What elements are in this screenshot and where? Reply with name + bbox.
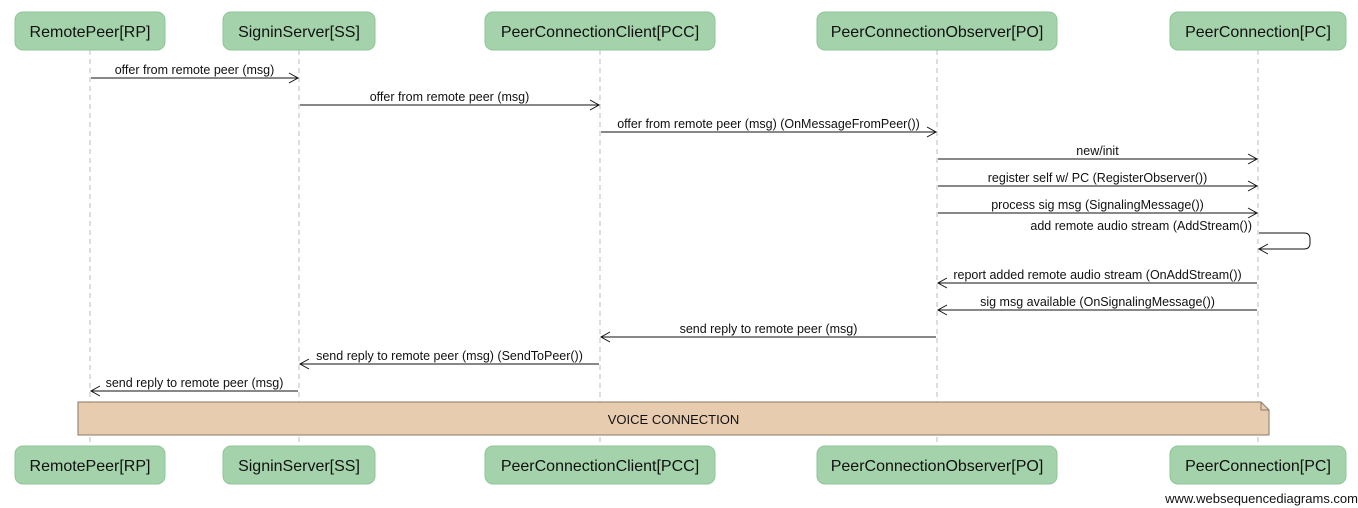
participant-label: SigninServer[SS] xyxy=(238,24,360,41)
participant-box xyxy=(816,11,1058,51)
participant-label: PeerConnectionObserver[PO] xyxy=(831,458,1044,475)
watermark: www.websequencediagrams.com xyxy=(1165,491,1358,506)
arrowhead xyxy=(89,385,101,397)
participant-box xyxy=(816,445,1058,485)
participant-bottom-rp: RemotePeer[RP] xyxy=(14,445,166,485)
participant-label: PeerConnectionClient[PCC] xyxy=(501,24,699,41)
participant-label: RemotePeer[RP] xyxy=(30,24,151,41)
message-10: send reply to remote peer (msg) xyxy=(599,322,936,343)
note-fold xyxy=(1260,402,1269,411)
participant-box xyxy=(14,445,166,485)
self-message-line xyxy=(1259,232,1311,250)
arrowhead xyxy=(936,277,948,289)
message-label: add remote audio stream (AddStream()) xyxy=(1030,219,1252,233)
message-7: add remote audio stream (AddStream()) xyxy=(1030,219,1311,255)
message-label: send reply to remote peer (msg) xyxy=(680,322,858,336)
participant-box xyxy=(222,445,376,485)
message-label: report added remote audio stream (OnAddS… xyxy=(953,268,1241,282)
participant-bottom-pcc: PeerConnectionClient[PCC] xyxy=(484,445,716,485)
message-label: offer from remote peer (msg) xyxy=(115,63,275,77)
participant-box xyxy=(484,445,716,485)
participant-box xyxy=(14,11,166,51)
participant-bottom-po: PeerConnectionObserver[PO] xyxy=(816,445,1058,485)
participant-top-pc: PeerConnection[PC] xyxy=(1169,11,1347,51)
message-6: process sig msg (SignalingMessage()) xyxy=(938,198,1259,219)
participant-box xyxy=(1169,445,1347,485)
participant-label: PeerConnectionObserver[PO] xyxy=(831,24,1044,41)
participant-top-po: PeerConnectionObserver[PO] xyxy=(816,11,1058,51)
arrowhead xyxy=(1247,207,1259,219)
participant-bottom-ss: SigninServer[SS] xyxy=(222,445,376,485)
participant-box xyxy=(484,11,716,51)
message-9: sig msg available (OnSignalingMessage()) xyxy=(936,295,1257,316)
message-label: send reply to remote peer (msg) xyxy=(106,376,284,390)
participant-label: PeerConnection[PC] xyxy=(1185,24,1331,41)
message-label: new/init xyxy=(1076,144,1119,158)
participant-label: PeerConnectionClient[PCC] xyxy=(501,458,699,475)
arrowhead xyxy=(936,304,948,316)
arrowhead xyxy=(1257,243,1269,255)
note-label: VOICE CONNECTION xyxy=(608,412,739,427)
message-5: register self w/ PC (RegisterObserver()) xyxy=(938,171,1259,192)
message-label: process sig msg (SignalingMessage()) xyxy=(991,198,1204,212)
participant-label: RemotePeer[RP] xyxy=(30,458,151,475)
note-box xyxy=(77,401,1270,436)
participant-bottom-pc: PeerConnection[PC] xyxy=(1169,445,1347,485)
message-4: new/init xyxy=(938,144,1259,165)
participant-top-rp: RemotePeer[RP] xyxy=(14,11,166,51)
participant-box xyxy=(1169,11,1347,51)
participant-top-pcc: PeerConnectionClient[PCC] xyxy=(484,11,716,51)
participant-top-ss: SigninServer[SS] xyxy=(222,11,376,51)
arrowhead xyxy=(1247,180,1259,192)
message-label: send reply to remote peer (msg) (SendToP… xyxy=(316,349,583,363)
message-11: send reply to remote peer (msg) (SendToP… xyxy=(298,349,599,370)
participant-label: PeerConnection[PC] xyxy=(1185,458,1331,475)
arrowhead xyxy=(288,72,300,84)
arrowhead xyxy=(298,358,310,370)
message-2: offer from remote peer (msg) xyxy=(300,90,601,111)
arrowhead xyxy=(599,331,611,343)
message-label: sig msg available (OnSignalingMessage()) xyxy=(980,295,1215,309)
arrowhead xyxy=(1247,153,1259,165)
message-label: offer from remote peer (msg) xyxy=(370,90,530,104)
message-1: offer from remote peer (msg) xyxy=(91,63,300,84)
message-12: send reply to remote peer (msg) xyxy=(89,376,298,397)
arrowhead xyxy=(589,99,601,111)
note-voice-connection: VOICE CONNECTION xyxy=(77,401,1270,436)
message-label: register self w/ PC (RegisterObserver()) xyxy=(988,171,1208,185)
message-label: offer from remote peer (msg) (OnMessageF… xyxy=(617,117,920,131)
participant-label: SigninServer[SS] xyxy=(238,458,360,475)
participant-box xyxy=(222,11,376,51)
arrowhead xyxy=(926,126,938,138)
message-3: offer from remote peer (msg) (OnMessageF… xyxy=(601,117,938,138)
message-8: report added remote audio stream (OnAddS… xyxy=(936,268,1257,289)
